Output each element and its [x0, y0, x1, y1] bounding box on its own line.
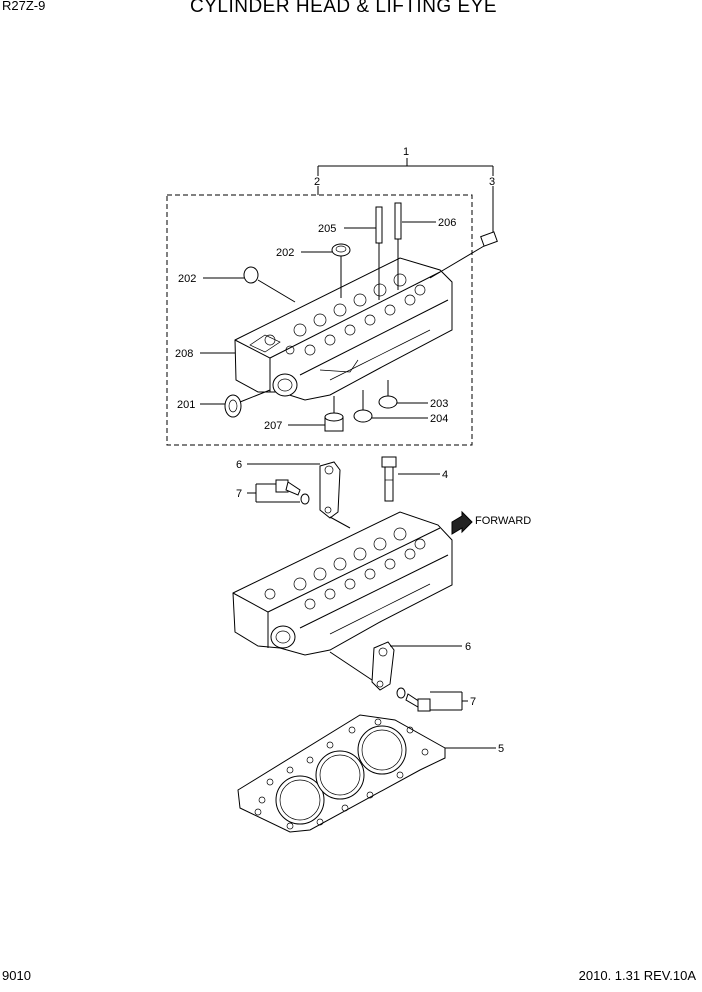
head-gasket	[237, 714, 446, 833]
label-206: 206	[438, 217, 456, 229]
forward-arrow-icon	[451, 510, 473, 535]
label-203: 203	[430, 398, 448, 410]
page-title: CYLINDER HEAD & LIFTING EYE	[190, 0, 498, 17]
label-204: 204	[430, 413, 448, 425]
label-202-left: 202	[178, 273, 196, 285]
lifting-eye-upper	[319, 461, 351, 529]
label-202-upper: 202	[276, 247, 294, 259]
label-205: 205	[318, 223, 336, 235]
seal-202-upper	[331, 243, 351, 298]
cylinder-head-upper	[234, 257, 453, 401]
subassembly-dashed-box	[166, 194, 473, 446]
bolt-7-lower	[396, 687, 431, 712]
model-code: R27Z-9	[2, 0, 46, 13]
bolt-7-upper	[275, 479, 310, 505]
bolt-4	[381, 456, 397, 502]
callout-bracket	[317, 158, 494, 232]
valve-guide-206	[394, 202, 402, 290]
cylinder-head-lower	[232, 511, 453, 656]
label-207: 207	[264, 420, 282, 432]
leader-lines	[200, 221, 496, 749]
label-3: 3	[489, 176, 495, 188]
revision-info: 2010. 1.31 REV.10A	[578, 968, 696, 983]
valve-guide-205	[375, 206, 383, 300]
label-5: 5	[498, 743, 504, 755]
seal-202-left	[243, 266, 296, 303]
seal-204	[353, 390, 373, 423]
label-4: 4	[442, 469, 448, 481]
page-number: 9010	[2, 968, 31, 983]
label-6-upper: 6	[236, 459, 242, 471]
label-forward: FORWARD	[475, 515, 531, 527]
seal-203	[378, 380, 398, 409]
label-201: 201	[177, 399, 195, 411]
plug-3	[429, 231, 498, 279]
seal-201	[224, 389, 271, 418]
label-7-upper: 7	[236, 488, 242, 500]
label-6-lower: 6	[465, 641, 471, 653]
label-1: 1	[403, 146, 409, 158]
label-7-lower: 7	[470, 696, 476, 708]
lifting-eye-lower	[329, 641, 395, 691]
label-208: 208	[175, 348, 193, 360]
seal-207	[324, 396, 344, 432]
label-2: 2	[314, 176, 320, 188]
